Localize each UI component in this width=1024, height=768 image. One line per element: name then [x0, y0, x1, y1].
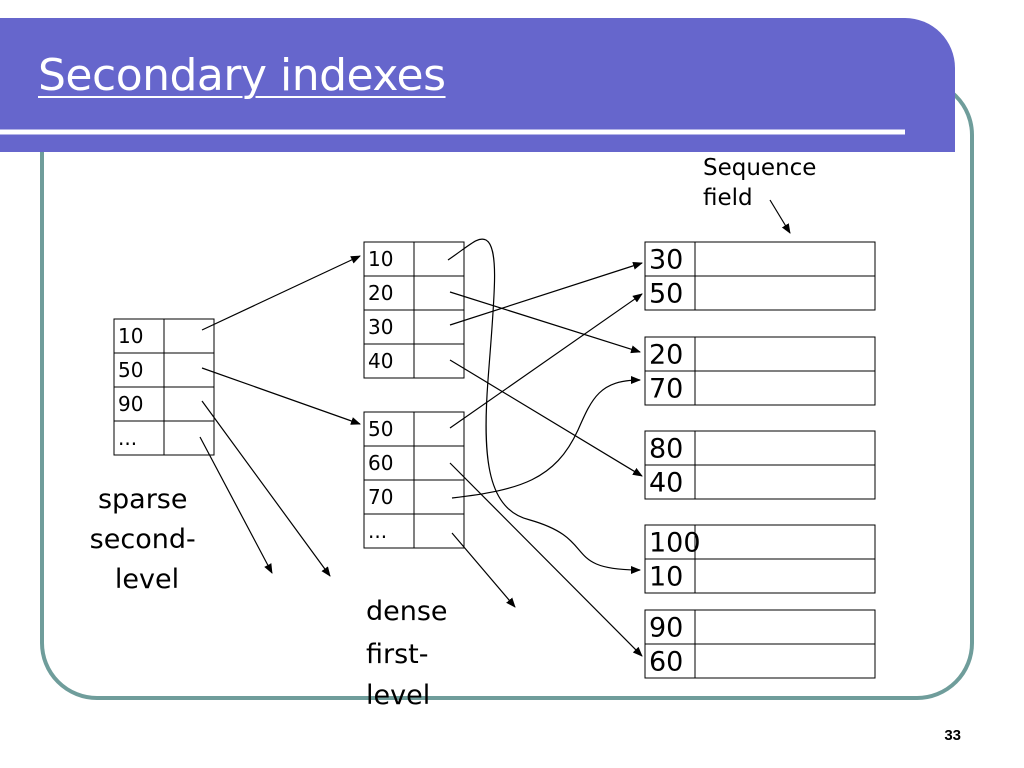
cell-border	[644, 524, 876, 560]
cell-key: 50	[649, 279, 683, 310]
sparse-index-entry: 50	[113, 352, 215, 388]
sparse-label-line: sparse	[98, 484, 188, 515]
pointer-dense-30	[449, 261, 643, 326]
pointer-dense-10	[447, 238, 641, 574]
cell-key: 60	[368, 451, 393, 475]
data-record: 80	[644, 430, 876, 466]
slide-title: Secondary indexes	[38, 50, 446, 101]
data-record: 100	[644, 524, 876, 560]
title-bar	[0, 18, 955, 152]
cell-border	[644, 643, 876, 679]
pointers	[199, 199, 791, 657]
index-cells: 105090...10203040506070...30502070804010…	[113, 241, 876, 679]
cell-key: 20	[649, 340, 683, 371]
cell-key: ...	[118, 426, 137, 450]
pointer-dense-70	[451, 376, 641, 499]
sparse-index-entry: 10	[113, 318, 215, 354]
data-record: 70	[644, 370, 876, 406]
cell-key: 70	[368, 485, 393, 509]
sequence-field-label-line: Sequence	[703, 155, 816, 181]
dense-index-entry: 40	[363, 343, 465, 379]
pointer-dense-50	[449, 293, 643, 429]
data-record: 30	[644, 241, 876, 277]
dense-index-entry: 30	[363, 309, 465, 345]
cell-border	[644, 430, 876, 466]
dense-index-entry: ...	[363, 513, 465, 549]
cell-key: 50	[368, 417, 393, 441]
pointer-sparse-10	[201, 255, 361, 331]
cell-key: 100	[649, 528, 701, 559]
sparse-label-line: level	[115, 564, 179, 595]
dense-index-entry: 10	[363, 241, 465, 277]
cell-key: 10	[649, 562, 683, 593]
cell-key: 30	[368, 315, 393, 339]
cell-key: 10	[118, 324, 143, 348]
cell-border	[644, 558, 876, 594]
cell-key: 90	[649, 613, 683, 644]
data-record: 40	[644, 464, 876, 500]
dense-label: dense first- level	[366, 596, 456, 711]
sparse-index-entry: ...	[113, 420, 215, 456]
dense-index-entry: 50	[363, 411, 465, 447]
cell-key: ...	[368, 519, 387, 543]
cell-border	[644, 336, 876, 372]
data-record: 50	[644, 275, 876, 311]
dense-label-line: dense	[366, 596, 448, 627]
cell-border	[644, 275, 876, 311]
data-record: 60	[644, 643, 876, 679]
cell-key: 70	[649, 374, 683, 405]
sequence-field-label: Sequence field	[703, 155, 824, 211]
data-record: 90	[644, 609, 876, 645]
cell-border	[644, 464, 876, 500]
pointer-sequence-field	[769, 199, 791, 234]
sequence-field-label-line: field	[703, 185, 753, 211]
cell-key: 50	[118, 358, 143, 382]
sparse-index-entry: 90	[113, 386, 215, 422]
cell-border	[644, 609, 876, 645]
pointer-dense-60	[449, 462, 643, 657]
cell-key: 40	[368, 349, 393, 373]
cell-key: 90	[118, 392, 143, 416]
data-record: 10	[644, 558, 876, 594]
sparse-label: sparse second- level	[90, 484, 205, 595]
pointer-sparse-90	[201, 400, 331, 577]
cell-key: 60	[649, 647, 683, 678]
cell-key: 10	[368, 247, 393, 271]
cell-key: 20	[368, 281, 393, 305]
page-number: 33	[944, 727, 961, 744]
pointer-sparse-more	[199, 436, 273, 574]
cell-key: 30	[649, 245, 683, 276]
pointer-dense-40	[449, 359, 643, 477]
dense-index-entry: 60	[363, 445, 465, 481]
cell-border	[644, 241, 876, 277]
pointer-dense-20	[449, 291, 641, 354]
dense-label-line: first-	[366, 639, 429, 670]
pointer-sparse-50	[201, 367, 361, 425]
sparse-label-line: second-	[90, 524, 196, 555]
cell-key: 40	[649, 468, 683, 499]
cell-border	[644, 370, 876, 406]
dense-index-entry: 70	[363, 479, 465, 515]
dense-index-entry: 20	[363, 275, 465, 311]
pointer-dense-more	[451, 532, 516, 608]
data-record: 20	[644, 336, 876, 372]
dense-label-line: level	[366, 680, 430, 711]
cell-key: 80	[649, 434, 683, 465]
